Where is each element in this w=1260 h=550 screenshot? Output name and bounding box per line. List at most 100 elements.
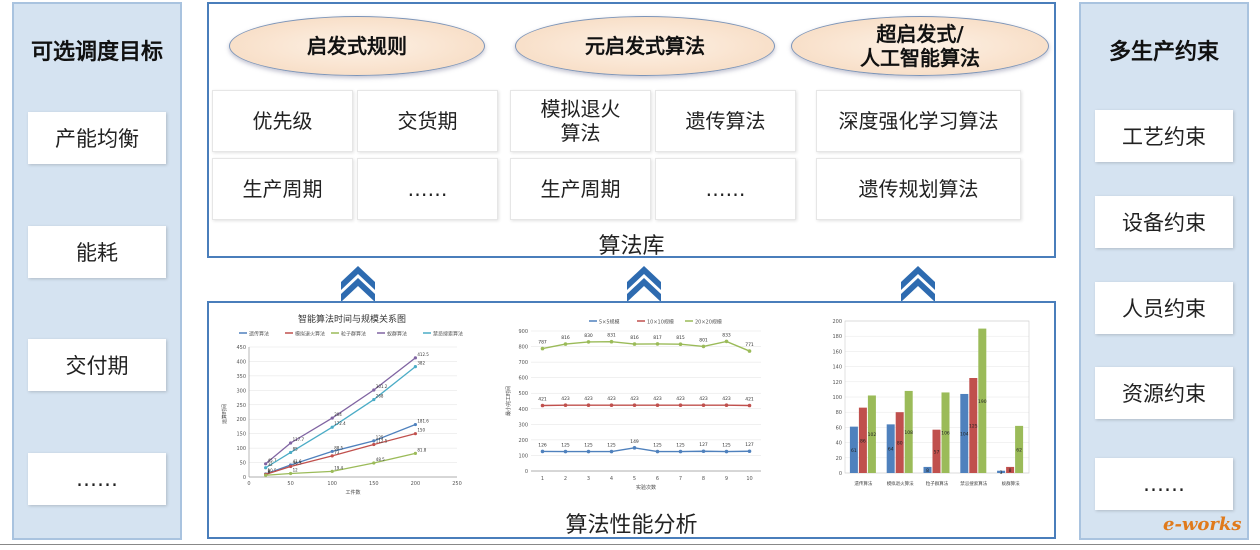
y-tick-label: 700 (518, 360, 528, 366)
data-point (701, 344, 706, 349)
y-tick-label: 500 (518, 391, 528, 397)
objective-item: 交付期 (28, 339, 166, 391)
data-label: 423 (676, 396, 685, 402)
data-label: 10.5 (268, 468, 277, 473)
data-label: 787 (538, 340, 547, 346)
data-label: 816 (630, 335, 639, 341)
x-axis-label: 工件数 (345, 489, 360, 496)
data-label: 149 (630, 439, 639, 445)
data-label: 48.5 (376, 457, 385, 462)
x-tick-label: 1 (541, 476, 544, 482)
data-point (655, 403, 660, 407)
data-label: 423 (607, 396, 616, 402)
bar (969, 378, 978, 473)
bar (1006, 466, 1015, 473)
y-tick-label: 400 (518, 407, 528, 413)
data-label: 423 (722, 396, 731, 402)
x-tick-label: 2 (564, 476, 567, 482)
data-label: 423 (699, 396, 708, 402)
legend-label: 遗传算法 (249, 331, 269, 338)
data-point (264, 466, 268, 470)
data-label: 833 (722, 332, 731, 338)
data-label: 19.4 (334, 465, 343, 470)
objective-item: …… (28, 453, 166, 505)
data-point (330, 469, 334, 473)
data-label: 816 (561, 335, 570, 341)
data-label: 423 (653, 396, 662, 402)
data-point (289, 450, 293, 455)
data-label: 125 (376, 435, 384, 440)
footer-divider (0, 544, 1260, 545)
bar-label: 190 (978, 399, 987, 405)
x-tick-label: 3 (587, 476, 590, 482)
legend-label: 20×20规模 (695, 319, 722, 326)
bar-label: 86 (860, 438, 866, 444)
data-label: 127 (745, 442, 754, 448)
algorithm-cell: …… (655, 158, 796, 220)
data-point (540, 449, 545, 454)
data-label: 117.7 (293, 437, 305, 442)
data-point (330, 425, 334, 429)
data-point (372, 397, 376, 402)
y-tick-label: 300 (236, 388, 246, 394)
x-tick-label: 7 (679, 476, 682, 482)
data-label: 125 (584, 443, 593, 449)
algorithm-cell: …… (357, 158, 498, 220)
data-label: 73 (334, 450, 340, 455)
data-point (586, 449, 591, 454)
bar (1015, 425, 1024, 473)
algorithm-cell: 优先级 (212, 90, 353, 152)
y-tick-label: 200 (518, 438, 528, 444)
x-tick-label: 0 (247, 481, 250, 487)
data-point (540, 403, 545, 408)
x-tick-label: 4 (610, 476, 613, 482)
y-tick-label: 400 (236, 359, 246, 365)
x-tick-label: 100 (327, 481, 337, 487)
algorithm-cell: 交货期 (357, 90, 498, 152)
data-point (372, 439, 376, 443)
y-tick-label: 100 (832, 395, 842, 401)
data-point (264, 462, 268, 466)
y-tick-label: 40 (836, 441, 842, 447)
data-point (678, 403, 683, 407)
x-tick-label: 150 (369, 481, 379, 487)
bar (858, 407, 867, 473)
data-point (540, 346, 545, 351)
performance-analysis-label: 算法性能分析 (565, 513, 698, 538)
data-point (747, 349, 752, 353)
constraint-item: 人员约束 (1095, 282, 1233, 334)
y-tick-label: 250 (236, 403, 246, 409)
bar (867, 395, 876, 473)
data-label: 412.5 (417, 352, 429, 357)
legend-label: 5×5规模 (599, 319, 620, 326)
data-point (747, 449, 752, 454)
y-tick-label: 150 (236, 432, 246, 438)
data-point (330, 416, 334, 420)
data-label: 382 (417, 361, 425, 366)
data-label: 85 (293, 446, 299, 451)
data-label: 801 (699, 337, 708, 343)
data-label: 423 (561, 396, 570, 402)
data-label: 421 (745, 397, 754, 403)
data-label: 301.2 (376, 384, 388, 389)
bar-label: 108 (904, 430, 913, 436)
data-label: 815 (676, 335, 685, 341)
data-point (330, 449, 334, 454)
bar (960, 393, 969, 473)
data-point (372, 442, 376, 447)
chart-title: 智能算法时间与规模关系图 (298, 313, 406, 325)
data-point (289, 464, 293, 469)
series-line (265, 366, 416, 469)
bar (895, 412, 904, 473)
bar (978, 328, 987, 473)
y-axis-label: 最小完工时间 (505, 386, 512, 416)
bar-label: 64 (888, 447, 894, 453)
production-constraints-panel: 多生产约束 工艺约束 设备约束 人员约束 资源约束 …… (1079, 2, 1249, 540)
y-tick-label: 450 (236, 345, 246, 351)
algorithm-cell: 遗传算法 (655, 90, 796, 152)
data-label: 127 (699, 442, 708, 448)
objective-item: 能耗 (28, 226, 166, 278)
y-tick-label: 600 (518, 376, 528, 382)
x-axis-label: 实验次数 (636, 484, 656, 491)
